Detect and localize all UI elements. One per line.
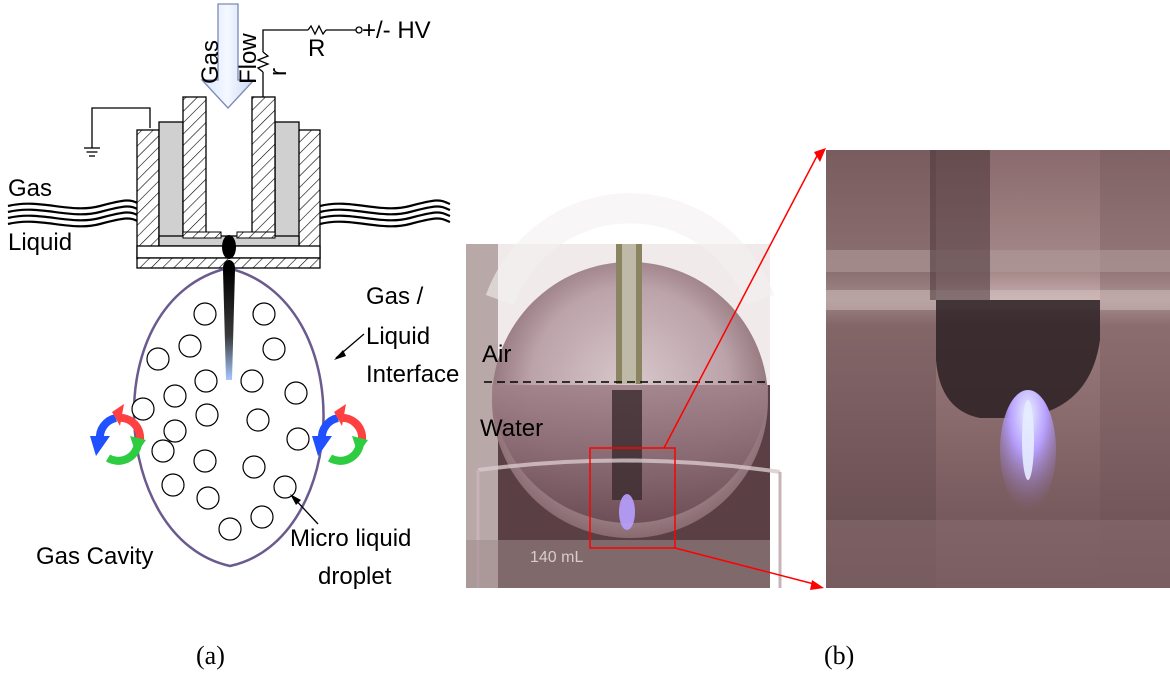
discharge-jet	[222, 235, 236, 380]
gas-flow-arrow	[200, 3, 256, 109]
gas-cavity-label: Gas Cavity	[36, 543, 153, 570]
interface-label-line2: Liquid	[366, 323, 430, 350]
panel-b: 140 mL Air Water (b)	[466, 148, 1170, 670]
circulation-arrows-right	[312, 404, 368, 465]
resistor-r-label: r	[265, 68, 292, 76]
zoomed-photo	[826, 150, 1170, 588]
micro-droplets	[131, 302, 310, 541]
droplet-label-line1: Micro liquid	[290, 525, 411, 552]
panel-b-caption: (b)	[824, 641, 854, 670]
interface-label-line1: Gas /	[366, 283, 424, 310]
ground-connection	[84, 107, 151, 157]
interface-pointer	[334, 333, 365, 360]
gas-flow-label-gas: Gas	[197, 40, 224, 84]
air-label: Air	[482, 341, 511, 368]
zoom-lines	[663, 148, 826, 590]
liquid-layer-label: Liquid	[8, 229, 72, 256]
zoom-selection-box	[589, 447, 676, 549]
flask-photo: 140 mL	[466, 193, 782, 588]
water-label: Water	[480, 415, 543, 442]
droplet-label-line2: droplet	[318, 563, 392, 590]
gas-layer-label: Gas	[8, 175, 52, 202]
circulation-arrows-left	[90, 404, 146, 465]
interface-label-line3: Interface	[366, 361, 459, 388]
beaker-volume-mark: 140 mL	[530, 549, 583, 566]
resistor-large-label: R	[308, 35, 325, 62]
panel-a: Gas Flow r R +/- HV Gas Liquid	[7, 3, 459, 670]
panel-a-caption: (a)	[196, 641, 225, 670]
hv-circuit	[256, 24, 363, 97]
gas-liquid-surface-lines	[7, 199, 451, 228]
droplet-pointer	[290, 494, 319, 525]
gas-flow-label-flow: Flow	[235, 33, 262, 84]
high-voltage-label: +/- HV	[362, 17, 431, 44]
